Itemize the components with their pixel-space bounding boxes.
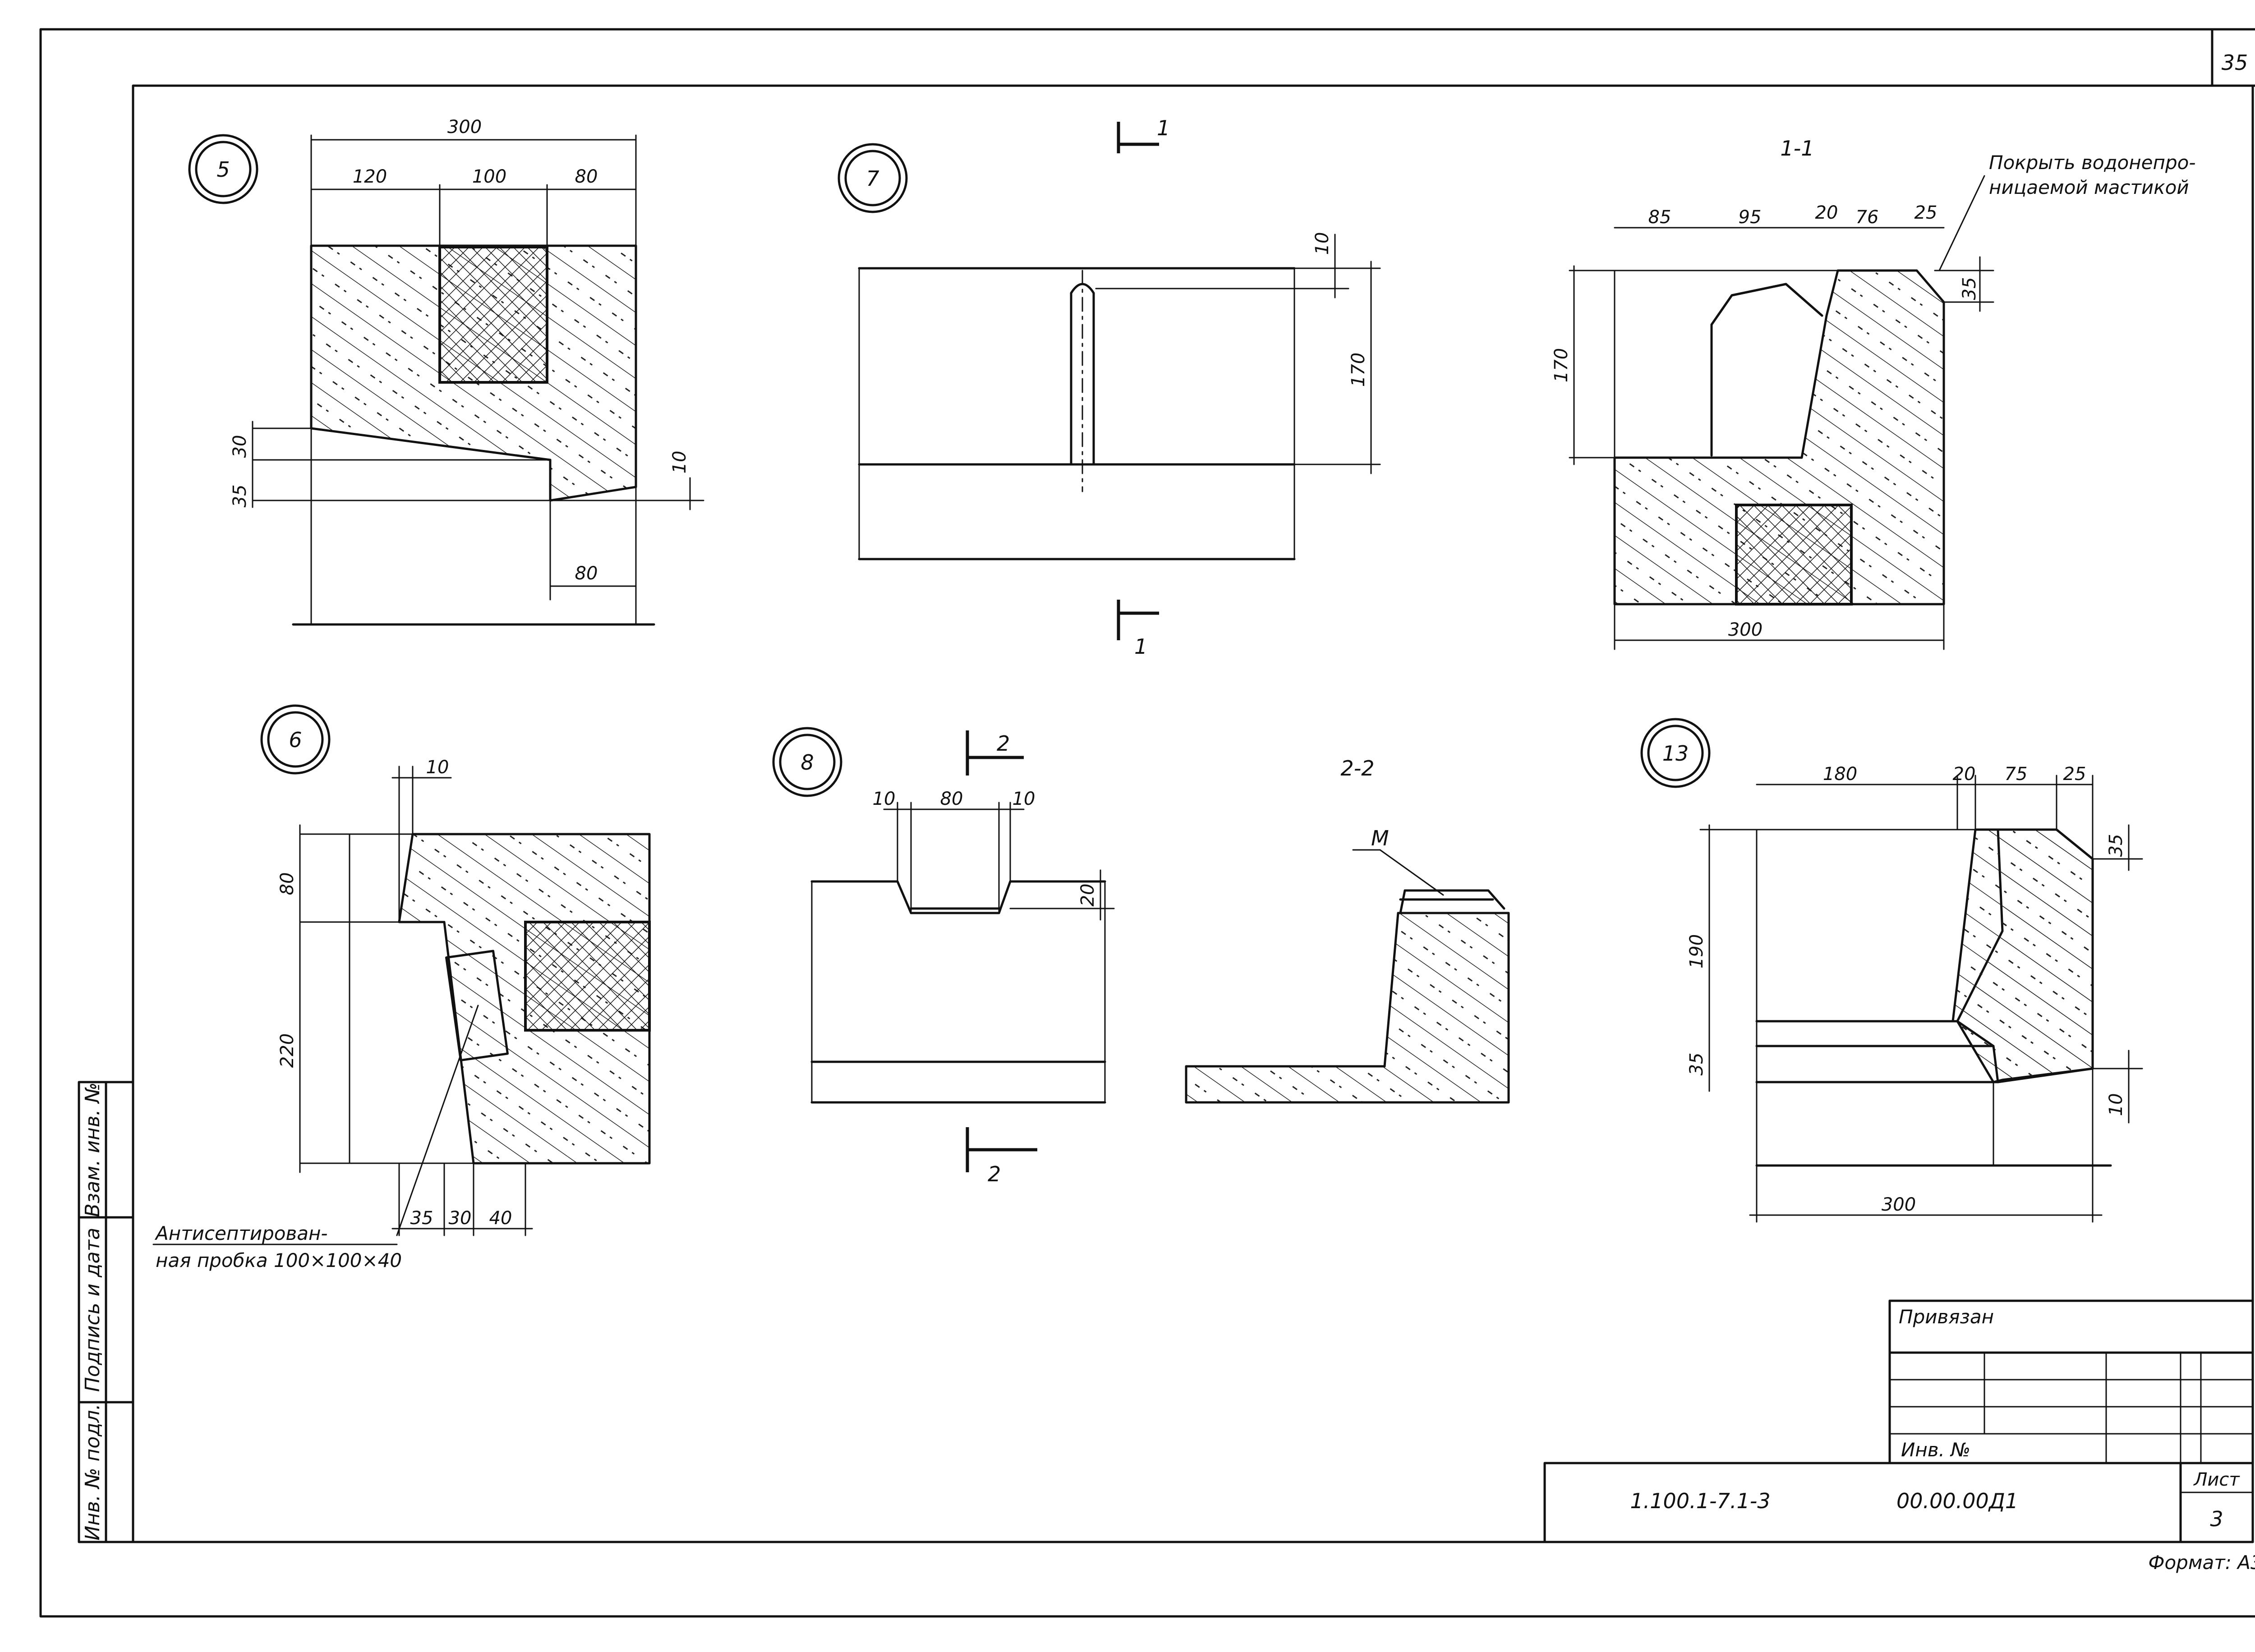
detail-13-dim-10: 10 (2106, 1093, 2126, 1116)
detail-13-callout: 13 (1662, 741, 1689, 766)
sheet-number: 35 (2222, 50, 2248, 75)
detail-6-note-line2: ная пробка 100×100×40 (156, 1249, 402, 1271)
detail-13-dim-190: 190 (1686, 934, 1707, 968)
detail-6-dim-40: 40 (489, 1208, 512, 1229)
section-mark-1-bottom: 1 (1134, 634, 1147, 659)
section-1-1-dim-170: 170 (1551, 348, 1572, 382)
detail-5-dim-35: 35 (230, 485, 250, 508)
format-label: Формат: А3 (2148, 1551, 2255, 1574)
detail-8-dim-80: 80 (940, 789, 963, 809)
linked-label: Привязан (1899, 1306, 1994, 1328)
section-1-1-note-line2: ницаемой мастикой (1989, 176, 2189, 198)
detail-6-dim-80: 80 (277, 872, 298, 895)
section-1-1-note-line1: Покрыть водонепро- (1989, 151, 2196, 174)
detail-7: 7 1 1 10 170 (838, 116, 1381, 659)
detail-6-dim-220: 220 (277, 1033, 298, 1068)
section-1-1: 1-1 Покрыть водонепро- ницаемой мастикой… (1551, 136, 2196, 650)
detail-5-dim-30: 30 (230, 435, 250, 458)
detail-13-dim-35-left: 35 (1686, 1053, 1707, 1076)
section-2-2: 2-2 М (1185, 756, 1510, 1104)
title-block: Привязан Инв. № 1.100.1-7.1-3 00.00.00Д1… (1543, 1299, 2255, 1574)
detail-8-dim-10-right: 10 (1012, 789, 1035, 809)
sheet-label: Лист (2193, 1469, 2240, 1490)
detail-8-callout: 8 (801, 750, 814, 775)
detail-6-dim-35: 35 (410, 1208, 433, 1229)
detail-5-dim-10: 10 (669, 451, 690, 474)
left-stamp: Инв. № подл. Подпись и дата Взам. инв. № (78, 1081, 134, 1543)
detail-5-callout: 5 (216, 157, 230, 182)
detail-13-dim-180: 180 (1823, 764, 1857, 785)
stamp-vzam-inv: Взам. инв. № (81, 1083, 104, 1217)
section-2-2-label: М (1371, 826, 1389, 850)
detail-5-dim-80-top: 80 (575, 166, 598, 187)
sheet-value: 3 (2210, 1507, 2223, 1531)
section-1-1-dim-25: 25 (1914, 202, 1937, 223)
detail-13: 13 180 20 75 25 35 190 35 10 300 (1640, 718, 2143, 1223)
detail-13-dim-20: 20 (1953, 764, 1976, 785)
section-2-2-title: 2-2 (1340, 756, 1374, 780)
inv-label: Инв. № (1901, 1439, 1970, 1461)
detail-5: 5 300 120 100 80 35 30 10 80 (188, 117, 704, 626)
detail-7-dim-10: 10 (1312, 232, 1333, 255)
detail-6-callout: 6 (289, 728, 302, 752)
detail-13-dim-25: 25 (2063, 764, 2086, 785)
section-mark-1-top: 1 (1157, 116, 1170, 140)
section-1-1-dim-300: 300 (1728, 620, 1763, 640)
detail-7-callout: 7 (866, 166, 879, 191)
detail-7-dim-170: 170 (1348, 353, 1369, 387)
detail-6-dim-30: 30 (449, 1208, 472, 1229)
section-1-1-dim-76: 76 (1856, 207, 1879, 228)
detail-8-dim-20: 20 (1077, 884, 1098, 907)
detail-5-dim-120: 120 (353, 166, 387, 187)
detail-8: 8 2 2 10 80 10 20 (772, 727, 1115, 1186)
detail-13-dim-300: 300 (1882, 1194, 1916, 1215)
detail-5-dim-80-bottom: 80 (575, 563, 598, 584)
detail-6: 6 10 80 220 35 30 40 Антисептирован- ная… (152, 704, 651, 1271)
detail-6-note-line1: Антисептирован- (154, 1222, 328, 1244)
section-1-1-dim-20: 20 (1815, 202, 1838, 223)
project-code: 1.100.1-7.1-3 (1630, 1489, 1770, 1513)
drawing-code: 00.00.00Д1 (1896, 1489, 2018, 1513)
stamp-podpis-data: Подпись и дата (81, 1228, 104, 1392)
detail-8-dim-10-left: 10 (873, 789, 896, 809)
detail-5-dim-100: 100 (472, 166, 506, 187)
section-1-1-title: 1-1 (1780, 136, 1814, 161)
section-mark-2-bottom: 2 (988, 1162, 1001, 1186)
stamp-inv-podl: Инв. № подл. (81, 1404, 104, 1541)
detail-13-dim-75: 75 (2005, 764, 2028, 785)
detail-5-dim-300: 300 (447, 117, 482, 138)
section-1-1-dim-35: 35 (1959, 277, 1980, 300)
section-1-1-dim-85: 85 (1648, 207, 1671, 228)
section-1-1-dim-95: 95 (1739, 207, 1762, 228)
detail-6-dim-10: 10 (426, 757, 449, 778)
sheet-frame: 35 (39, 28, 2255, 1618)
section-mark-2-top: 2 (997, 731, 1010, 756)
detail-13-dim-35-top: 35 (2106, 834, 2126, 857)
